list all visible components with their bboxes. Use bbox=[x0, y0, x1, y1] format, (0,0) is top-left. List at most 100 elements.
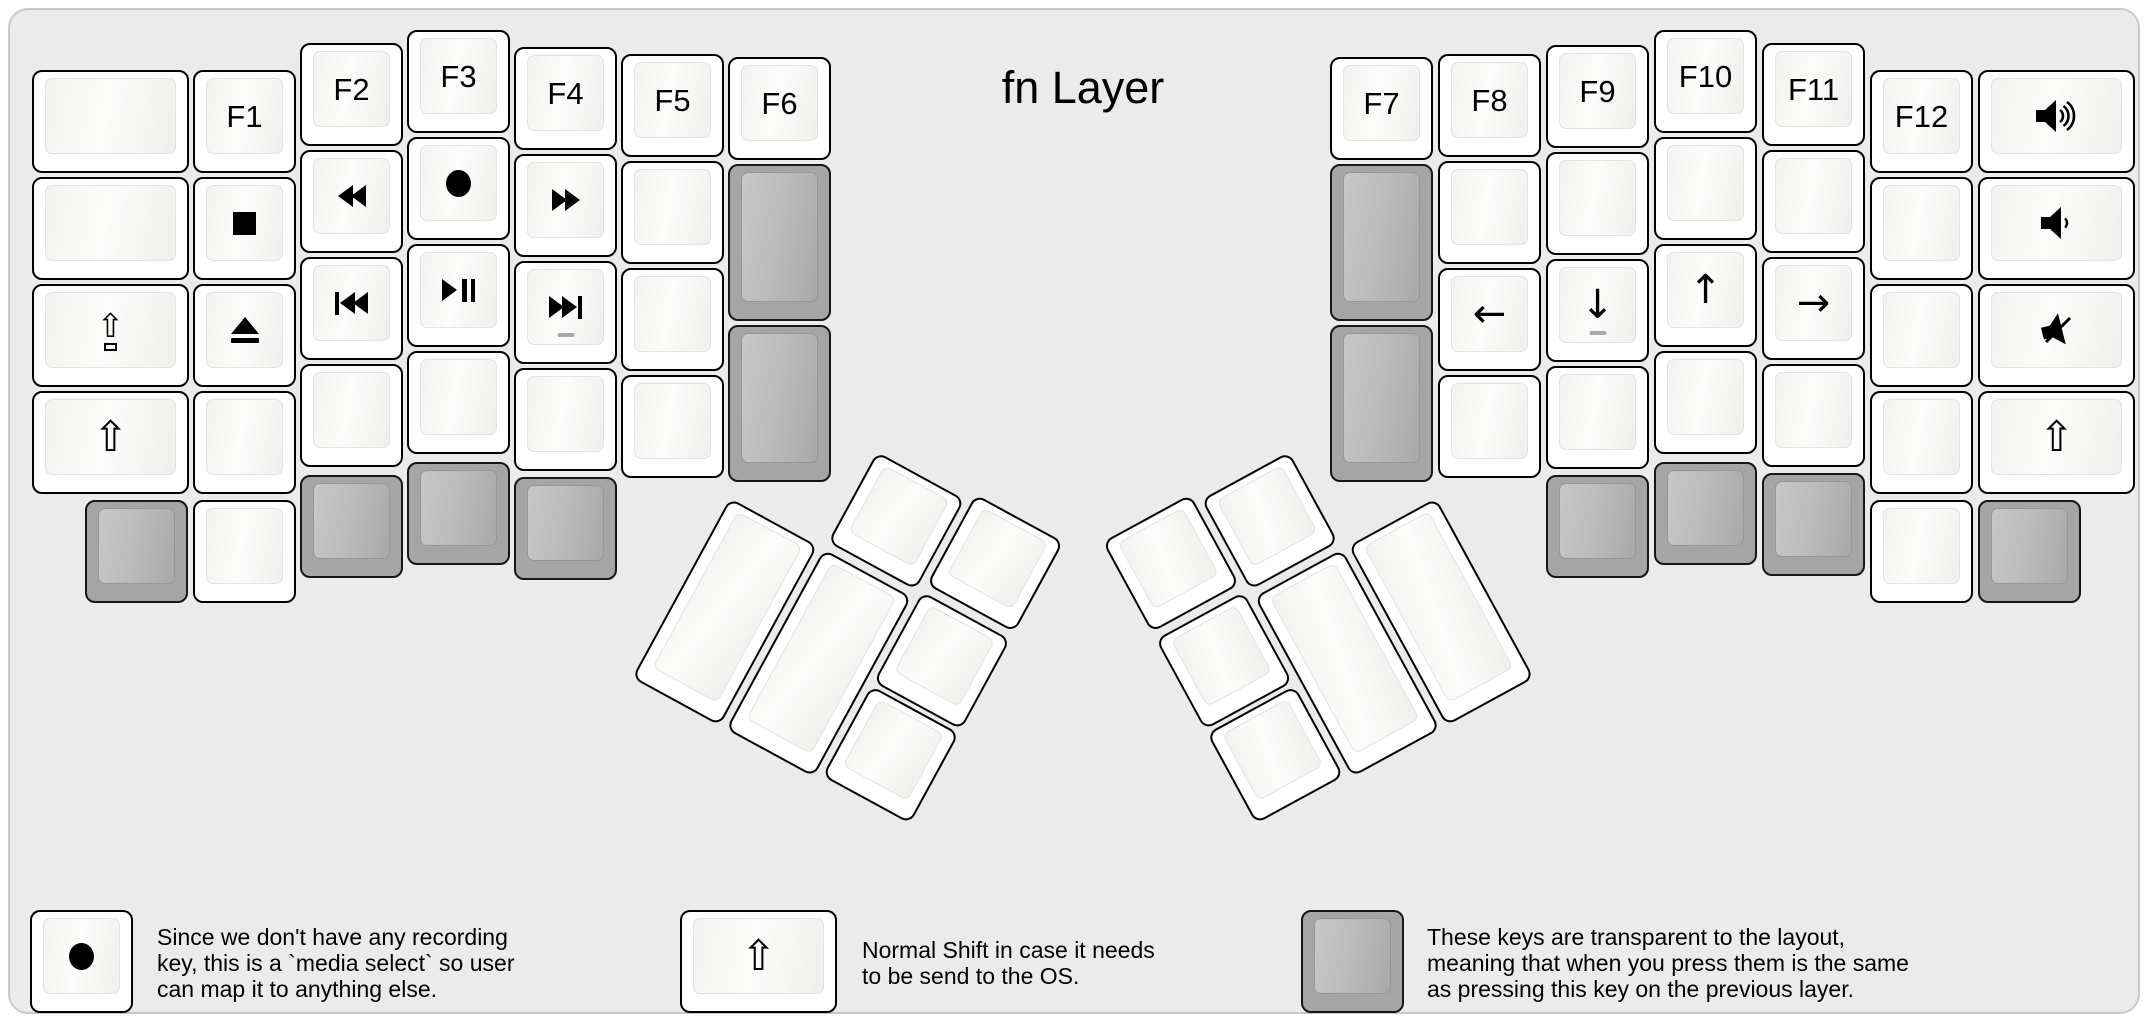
key-blank-outer-1-surface bbox=[45, 78, 176, 154]
legend-key-transparent bbox=[1301, 910, 1404, 1013]
key-f5-label: F5 bbox=[654, 82, 691, 118]
key-caps-lock-surface: ⇧ bbox=[45, 292, 176, 368]
key-transparent-tall-right-1 bbox=[1330, 164, 1433, 321]
key-f8-label: F8 bbox=[1471, 82, 1508, 118]
key-blank-l6-surface bbox=[634, 276, 711, 352]
key-f10-label: F10 bbox=[1678, 58, 1733, 94]
key-transparent-l1 bbox=[300, 475, 403, 578]
legend-line: meaning that when you press them is the … bbox=[1427, 950, 1909, 976]
key-arrow-left-surface: ← bbox=[1451, 276, 1528, 352]
legend-text-media-select: Since we don't have any recording key, t… bbox=[157, 924, 514, 1002]
prev-track-icon bbox=[334, 291, 369, 315]
key-blank-r9-surface bbox=[1883, 185, 1960, 261]
key-blank-outer-2 bbox=[32, 177, 189, 280]
shift-icon: ⇧ bbox=[2038, 412, 2075, 461]
key-blank-r7-surface bbox=[1775, 158, 1852, 234]
key-blank-l1-surface bbox=[206, 399, 283, 475]
key-transparent-r1-surface bbox=[1559, 483, 1636, 559]
next-track-icon bbox=[548, 295, 583, 319]
key-blank-l3 bbox=[407, 351, 510, 454]
caps-lock-icon: ⇧ bbox=[97, 309, 124, 351]
key-arrow-down-surface: ↓ bbox=[1559, 267, 1636, 343]
key-transparent-tall-left-2-surface bbox=[741, 333, 818, 463]
key-record bbox=[407, 137, 510, 240]
key-shift-right: ⇧ bbox=[1978, 391, 2135, 494]
mute-icon bbox=[2036, 311, 2078, 349]
key-f11-label: F11 bbox=[1787, 71, 1840, 107]
legend-text-shift: Normal Shift in case it needs to be send… bbox=[862, 937, 1155, 989]
homing-dash bbox=[557, 333, 574, 337]
key-f4: F4 bbox=[514, 47, 617, 150]
key-blank-l7-surface bbox=[634, 383, 711, 459]
key-blank-r3 bbox=[1546, 152, 1649, 255]
key-f8: F8 bbox=[1438, 54, 1541, 157]
key-stop bbox=[193, 177, 296, 280]
key-f8-surface: F8 bbox=[1451, 62, 1528, 138]
key-blank-r6-surface bbox=[1667, 359, 1744, 435]
key-f7-surface: F7 bbox=[1343, 65, 1420, 141]
key-blank-outer-2-surface bbox=[45, 185, 176, 261]
key-blank-r10-surface bbox=[1883, 292, 1960, 368]
key-transparent-l3-surface bbox=[527, 485, 604, 561]
legend-text-transparent: These keys are transparent to the layout… bbox=[1427, 924, 1909, 1002]
key-shift-left: ⇧ bbox=[32, 391, 189, 494]
key-f1-label: F1 bbox=[226, 98, 263, 134]
key-f11: F11 bbox=[1762, 43, 1865, 146]
key-blank-r8-surface bbox=[1775, 372, 1852, 448]
record-icon bbox=[446, 169, 471, 197]
thumb-left-small-2-surface bbox=[947, 507, 1049, 610]
key-f11-surface: F11 bbox=[1775, 51, 1852, 127]
key-blank-l7 bbox=[621, 375, 724, 478]
key-blank-r6 bbox=[1654, 351, 1757, 454]
key-transparent-l2 bbox=[407, 462, 510, 565]
key-arrow-left: ← bbox=[1438, 268, 1541, 371]
key-arrow-right: → bbox=[1762, 257, 1865, 360]
key-arrow-right-surface: → bbox=[1775, 265, 1852, 341]
key-eject-surface bbox=[206, 292, 283, 368]
key-blank-l4-surface bbox=[527, 376, 604, 452]
key-blank-r2-surface bbox=[1451, 383, 1528, 459]
key-prev-track bbox=[300, 257, 403, 360]
key-transparent-r2 bbox=[1654, 462, 1757, 565]
key-blank-l5 bbox=[621, 161, 724, 264]
key-f1: F1 bbox=[193, 70, 296, 173]
key-f3: F3 bbox=[407, 30, 510, 133]
shift-icon: ⇧ bbox=[740, 931, 777, 980]
key-blank-r5 bbox=[1654, 137, 1757, 240]
key-arrow-down: ↓ bbox=[1546, 259, 1649, 362]
key-transparent-tall-right-2 bbox=[1330, 325, 1433, 482]
key-blank-r5-surface bbox=[1667, 145, 1744, 221]
key-transparent-l2-surface bbox=[420, 470, 497, 546]
play-pause-icon bbox=[442, 278, 475, 302]
record-icon bbox=[69, 942, 94, 970]
key-transparent-right-bottom bbox=[1978, 500, 2081, 603]
key-volume-down-surface bbox=[1991, 185, 2122, 261]
key-f6-label: F6 bbox=[761, 85, 798, 121]
key-f10: F10 bbox=[1654, 30, 1757, 133]
key-f2-label: F2 bbox=[333, 71, 370, 107]
key-transparent-r1 bbox=[1546, 475, 1649, 578]
key-transparent-tall-left-2 bbox=[728, 325, 831, 482]
key-next-track-surface bbox=[527, 269, 604, 345]
key-blank-r11-surface bbox=[1883, 399, 1960, 475]
key-blank-outer-1 bbox=[32, 70, 189, 173]
key-transparent-tall-left-1-surface bbox=[741, 172, 818, 302]
key-arrow-up-surface: ↑ bbox=[1667, 252, 1744, 328]
key-blank-r4-surface bbox=[1559, 374, 1636, 450]
key-transparent-l3 bbox=[514, 477, 617, 580]
volume-down-icon bbox=[2038, 204, 2076, 242]
key-transparent-right-bottom-surface bbox=[1991, 508, 2068, 584]
key-transparent-r3 bbox=[1762, 473, 1865, 576]
key-rewind-surface bbox=[313, 158, 390, 234]
key-rewind bbox=[300, 150, 403, 253]
key-shift-left-surface: ⇧ bbox=[45, 399, 176, 475]
key-f3-label: F3 bbox=[440, 58, 477, 94]
key-blank-r7 bbox=[1762, 150, 1865, 253]
key-blank-l2 bbox=[300, 364, 403, 467]
thumb-left-small-1-surface bbox=[848, 465, 950, 568]
key-next-track bbox=[514, 261, 617, 364]
shift-icon: ⇧ bbox=[92, 412, 129, 461]
legend-line: can map it to anything else. bbox=[157, 976, 437, 1002]
thumb-left-small-4-surface bbox=[842, 698, 945, 802]
